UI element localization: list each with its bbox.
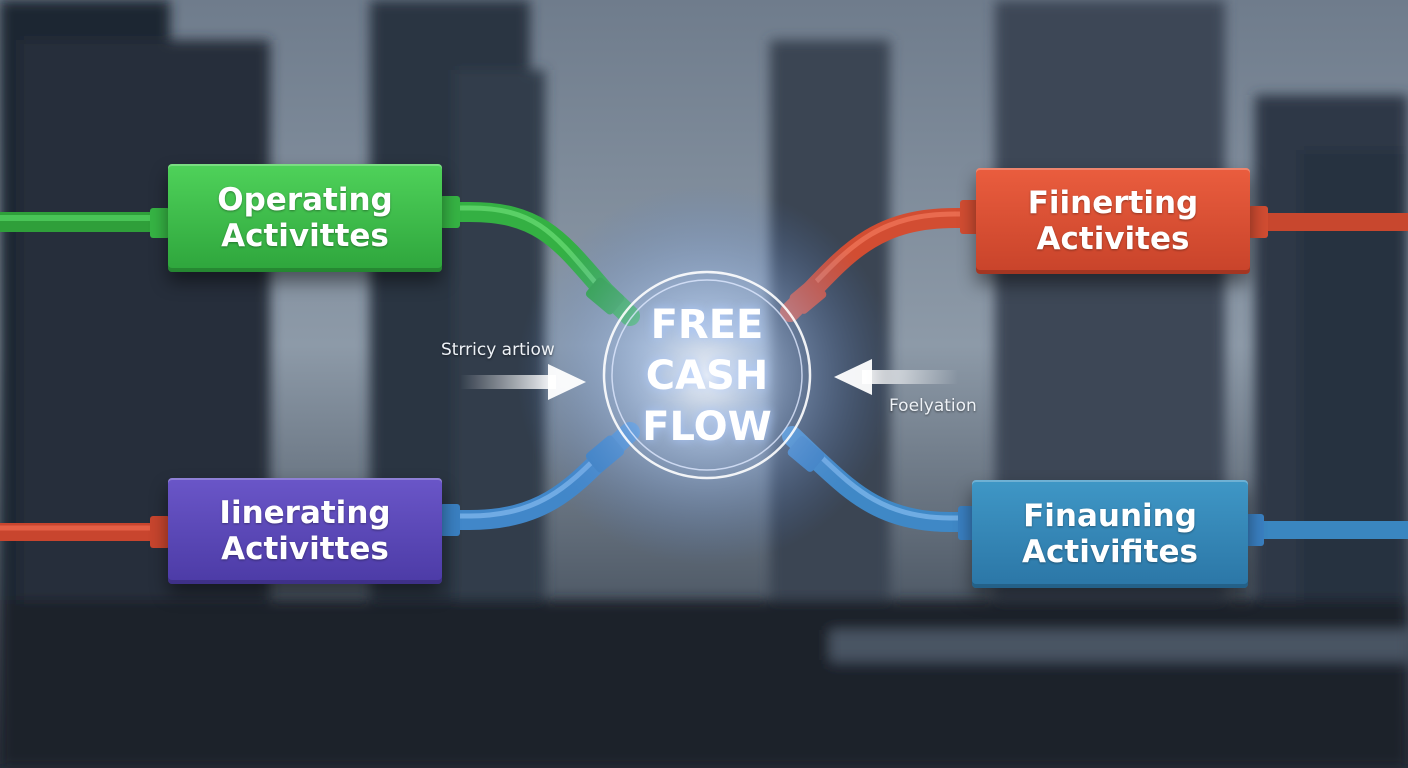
arrow-left [460,364,586,400]
center-ring-outer [602,270,812,480]
financing-activities-bottom-box: Finauning Activifites [972,480,1248,588]
free-cash-flow-label: FREE CASH FLOW [642,302,772,450]
center-glow [517,185,897,565]
financing-activities-top-label: Fiinerting Activites [1027,185,1199,257]
arrow-right [834,359,958,395]
operating-activities-label: Operating Activittes [217,182,393,254]
financing-activities-top-box: Fiinerting Activites [976,168,1250,274]
center-ring-inner [611,279,803,471]
operating-activities-box: Operating Activittes [168,164,442,272]
financing-activities-bottom-label: Finauning Activifites [1022,498,1198,570]
investing-activities-box: Iinerating Activittes [168,478,442,584]
arrow-left-label: Strricy artiow [441,340,555,360]
investing-activities-label: Iinerating Activittes [219,495,391,567]
arrow-right-label: Foelyation [889,396,977,416]
